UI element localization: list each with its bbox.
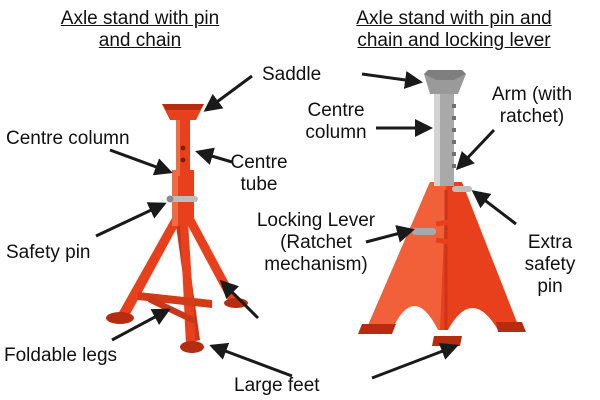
right-stand-foot: [432, 336, 462, 346]
left-stand-leg-left: [118, 218, 180, 318]
right-title-line-1: Axle stand with pin and: [356, 8, 552, 29]
right-stand-foot: [358, 324, 396, 334]
arrow-foldable-legs-b: [219, 279, 260, 320]
arrow-large-feet-b: [371, 342, 459, 380]
label-arm: Arm (with ratchet): [472, 84, 592, 128]
arrow-centre-column-left: [109, 148, 173, 176]
label-centre-tube-line-2: tube: [240, 174, 278, 195]
label-centre-column-left: Centre column: [6, 128, 130, 149]
arrow-arm: [455, 128, 496, 171]
label-extra-safety-pin-line-3: pin: [537, 276, 563, 297]
right-extra-safety-pin: [452, 186, 472, 192]
arrow-saddle-right: [361, 71, 423, 89]
label-foldable-legs: Foldable legs: [4, 345, 118, 366]
label-extra-safety-pin: Extra safety pin: [510, 232, 590, 298]
label-centre-column-right: Centre column: [296, 100, 376, 144]
label-large-feet: Large feet: [234, 375, 320, 396]
right-axle-stand: [358, 70, 526, 346]
arrow-centre-tube: [195, 147, 233, 165]
label-locking-lever: Locking Lever (Ratchet mechanism): [240, 210, 392, 276]
left-safety-pin: [168, 196, 198, 202]
label-extra-safety-pin-line-1: Extra: [527, 232, 573, 253]
arrow-foldable-legs-a: [111, 308, 171, 342]
label-saddle: Saddle: [262, 64, 322, 85]
left-title-line-2: and chain: [98, 30, 182, 51]
label-extra-safety-pin-line-2: safety: [524, 254, 576, 275]
arrow-extra-pin: [471, 190, 517, 226]
label-centre-tube: Centre tube: [224, 152, 294, 196]
left-stand-foot: [106, 312, 134, 324]
left-title-line-1: Axle stand with pin: [60, 8, 220, 29]
left-stand-brace: [138, 292, 212, 308]
arrow-large-feet-a: [209, 342, 293, 378]
right-title: Axle stand with pin and chain and lockin…: [318, 8, 590, 52]
callout-arrows: [95, 71, 517, 380]
label-centre-column-right-line-2: column: [305, 122, 367, 143]
label-safety-pin: Safety pin: [6, 242, 91, 263]
label-centre-tube-line-1: Centre: [230, 152, 288, 173]
label-locking-lever-line-2: (Ratchet: [280, 232, 352, 253]
left-stand-leg-front: [180, 222, 196, 345]
label-locking-lever-line-3: mechanism): [264, 254, 368, 275]
right-stand-foot: [496, 322, 526, 332]
arrow-saddle-left: [203, 74, 253, 112]
label-arm-line-2: ratchet): [499, 106, 565, 127]
arrow-safety-pin: [95, 202, 167, 238]
arrow-locking-lever: [365, 225, 415, 244]
left-axle-stand: [106, 104, 248, 353]
left-stand-foot: [180, 341, 204, 353]
label-centre-column-right-line-1: Centre: [307, 100, 365, 121]
label-arm-line-1: Arm (with: [491, 84, 573, 105]
left-title: Axle stand with pin and chain: [20, 8, 260, 52]
label-locking-lever-line-1: Locking Lever: [256, 210, 376, 231]
left-stand-brace-2: [148, 296, 196, 324]
right-title-line-2: chain and locking lever: [357, 30, 551, 51]
right-locking-lever: [412, 228, 436, 235]
